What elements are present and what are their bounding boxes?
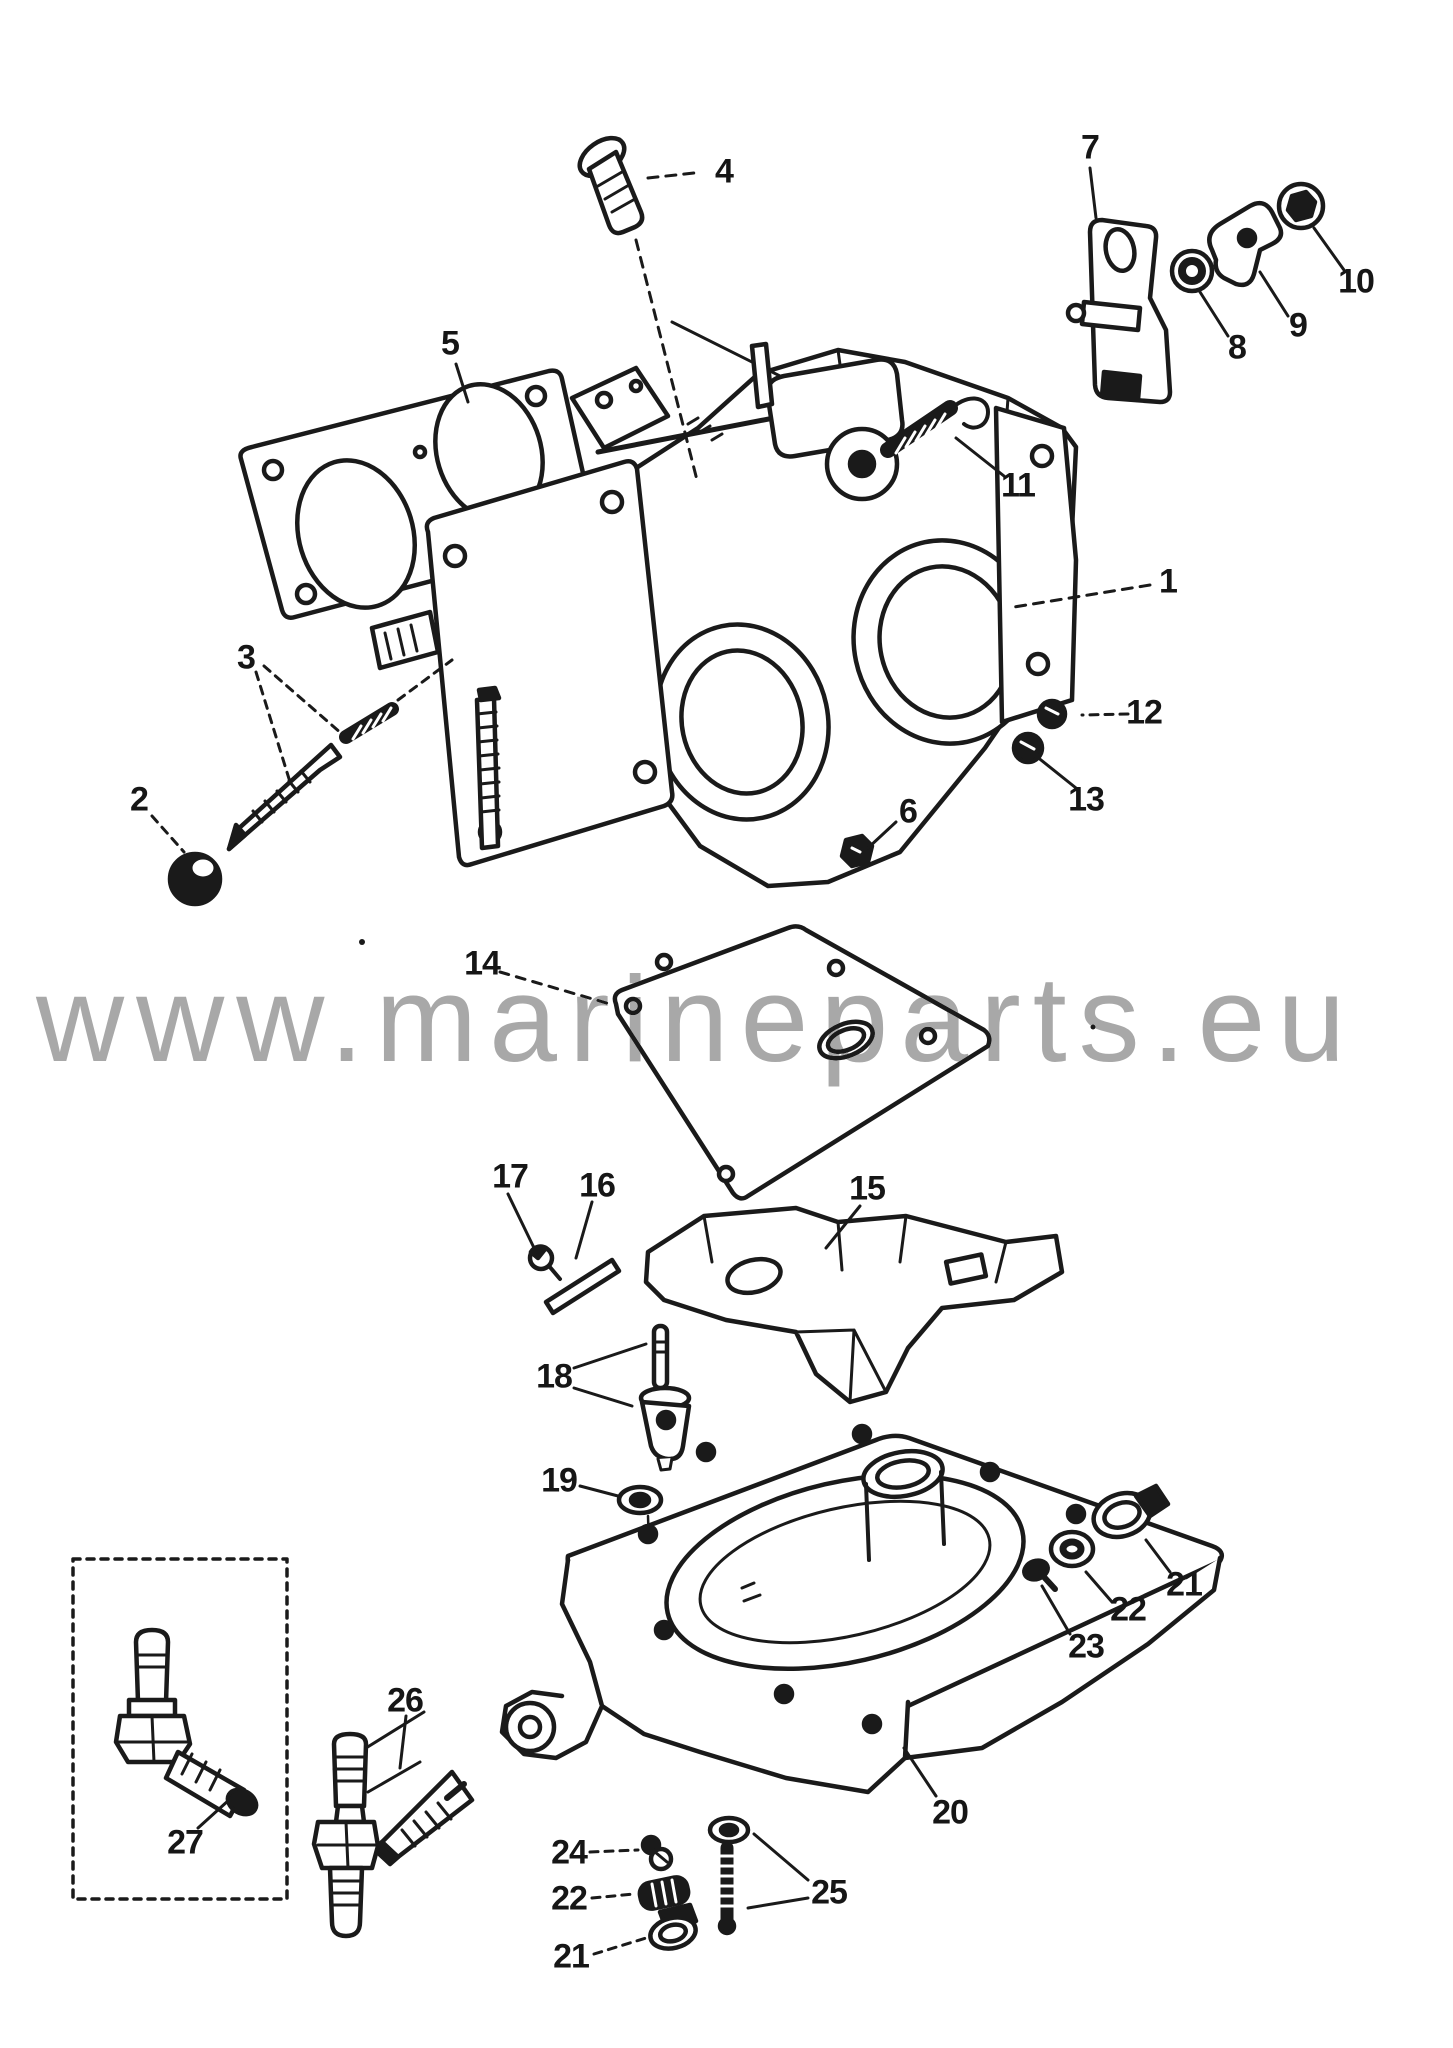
callout-3: 3 [237,638,256,677]
callout-20: 20 [932,1793,969,1832]
part-7-bracket [1065,217,1173,405]
part-23-screw [1022,1558,1058,1592]
callout-26: 26 [387,1681,424,1720]
callout-27: 27 [167,1823,204,1862]
callout-25: 25 [811,1873,848,1912]
part-12-nut [1036,698,1068,730]
part-22b-spring-sleeve [637,1875,691,1911]
callout-12: 12 [1126,693,1163,732]
callout-15: 15 [849,1169,886,1208]
part-24-needle [640,1834,674,1872]
callout-21b: 21 [553,1937,590,1976]
part-4-screw [577,135,645,236]
callout-16: 16 [579,1166,616,1205]
callout-2: 2 [130,780,149,819]
callout-22: 22 [1110,1590,1147,1629]
scan-specks [359,939,1096,1030]
part-9-cam-lever [1207,200,1284,288]
part-15-float [643,1205,1065,1405]
part-2-packing-nut [167,851,223,907]
callout-4: 4 [715,152,734,191]
callout-24: 24 [551,1833,588,1872]
part-22-washer [1048,1529,1096,1569]
part-6-nut [839,833,875,869]
part-21b-plug [648,1902,699,1951]
part-8-washer [1169,248,1215,294]
inset-box [71,1557,289,1901]
callout-21: 21 [1166,1565,1203,1604]
callout-19: 19 [541,1461,578,1500]
part-1-carburetor-body [369,320,1079,889]
part-21-plug [1091,1483,1171,1540]
part-11-spring [880,396,990,458]
part-26-jet-plug [372,1769,475,1867]
callout-18: 18 [536,1357,573,1396]
part-20-float-bowl [364,1423,1224,1795]
callout-10: 10 [1338,262,1375,301]
part-27-elbow-fitting [113,1627,259,1819]
callout-11: 11 [1001,466,1036,505]
callout-13: 13 [1068,780,1105,819]
callout-1: 1 [1159,562,1178,601]
leader-lines [150,166,1346,1956]
callout-9: 9 [1289,306,1308,345]
callout-22b: 22 [551,1879,588,1918]
callout-23: 23 [1068,1627,1105,1666]
callout-14: 14 [464,944,501,983]
callout-6: 6 [899,792,918,831]
part-14-bowl-gasket [612,924,992,1201]
callout-7: 7 [1081,128,1100,167]
part-18-needle-and-seat [638,1323,692,1472]
part-3-needle-and-spring [226,702,399,852]
part-10-nut [1276,181,1326,231]
fuel-inlet-fitting [311,1731,381,1939]
callout-17: 17 [492,1157,529,1196]
part-25-spring [707,1815,751,1936]
callout-5: 5 [441,324,460,363]
callout-8: 8 [1228,328,1247,367]
part-16-pivot-pin [543,1257,622,1316]
